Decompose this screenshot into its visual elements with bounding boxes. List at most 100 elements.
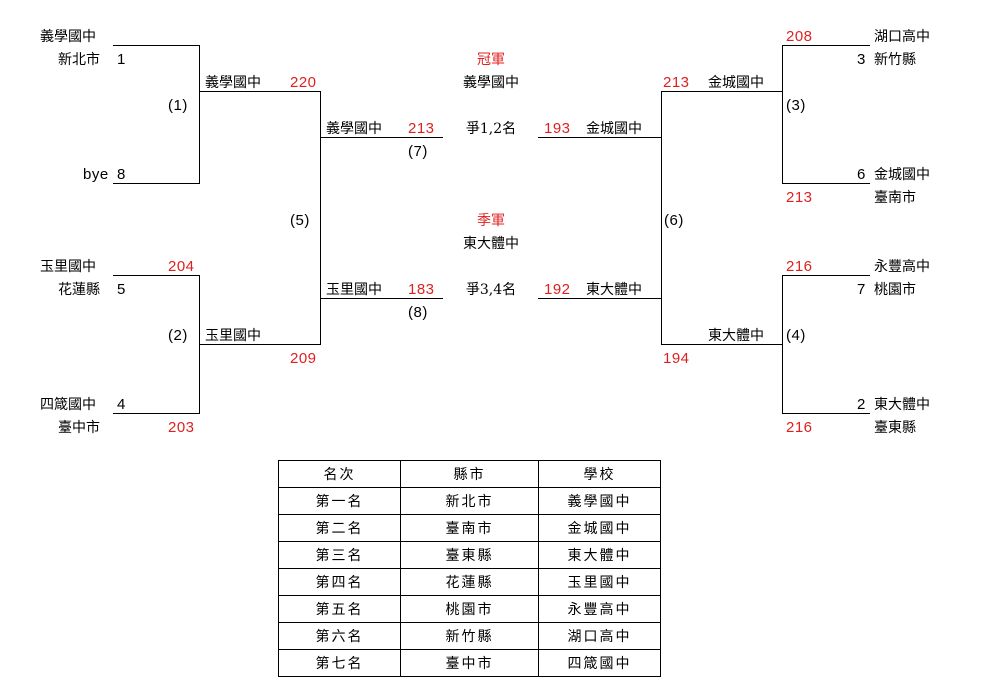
- match-winner: 金城國中: [708, 75, 764, 91]
- champion-name: 義學國中: [463, 75, 519, 91]
- cell-school: 湖口高中: [538, 622, 661, 650]
- match-label: (2): [168, 327, 188, 344]
- team-school: 東大體中: [874, 397, 930, 413]
- bracket-line: [782, 413, 870, 414]
- final-left-score: 213: [408, 120, 435, 137]
- table-row: 第六名 新竹縣 湖口高中: [278, 622, 661, 650]
- third-right-score: 192: [544, 281, 571, 298]
- table-row: 第五名 桃園市 永豐高中: [278, 595, 661, 623]
- team-county: 臺東縣: [874, 420, 916, 436]
- match-label: (5): [290, 212, 310, 229]
- table-header-row: 名次 縣市 學校: [278, 460, 661, 488]
- team-score: 216: [786, 419, 813, 436]
- team-county: 花蓮縣: [58, 282, 100, 298]
- match-label: (1): [168, 97, 188, 114]
- team-seed: 3: [857, 51, 866, 68]
- team-score: 203: [168, 419, 195, 436]
- bracket-line: [661, 344, 783, 345]
- team-seed: 1: [117, 51, 126, 68]
- cell-county: 花蓮縣: [400, 568, 539, 596]
- cell-school: 義學國中: [538, 487, 661, 515]
- cell-county: 新北市: [400, 487, 539, 515]
- team-seed: 4: [117, 396, 126, 413]
- match-label: (3): [786, 97, 806, 114]
- team-school: 義學國中: [40, 29, 96, 45]
- final-match-label: (7): [408, 143, 428, 160]
- third-left-score: 183: [408, 281, 435, 298]
- bracket-line: [199, 344, 321, 345]
- final-right-team: 金城國中: [586, 121, 642, 137]
- third-right-team: 東大體中: [586, 282, 642, 298]
- cell-school: 玉里國中: [538, 568, 661, 596]
- cell-rank: 第一名: [278, 487, 401, 515]
- bracket-line: [538, 137, 662, 138]
- team-school: 玉里國中: [40, 259, 96, 275]
- cell-county: 桃園市: [400, 595, 539, 623]
- match-winner: 義學國中: [205, 75, 261, 91]
- match-score: 220: [290, 74, 317, 91]
- match-score: 209: [290, 350, 317, 367]
- bracket-line: [661, 91, 662, 345]
- cell-rank: 第五名: [278, 595, 401, 623]
- match-score: 213: [663, 74, 690, 91]
- team-seed: 2: [857, 396, 866, 413]
- final-left-team: 義學國中: [326, 121, 382, 137]
- team-school: 永豐高中: [874, 259, 930, 275]
- bracket-line: [782, 183, 870, 184]
- third-title: 季軍: [477, 213, 505, 229]
- bracket-line: [320, 137, 443, 138]
- team-county: 新竹縣: [874, 52, 916, 68]
- cell-school: 金城國中: [538, 514, 661, 542]
- team-school: 四箴國中: [40, 397, 96, 413]
- team-seed: 6: [857, 166, 866, 183]
- table-row: 第四名 花蓮縣 玉里國中: [278, 568, 661, 596]
- third-match-label: (8): [408, 304, 428, 321]
- match-label: (6): [664, 212, 684, 229]
- table-row: 第二名 臺南市 金城國中: [278, 514, 661, 542]
- team-seed: 7: [857, 281, 866, 298]
- bracket-line: [538, 298, 662, 299]
- team-school: 金城國中: [874, 167, 930, 183]
- team-county: 新北市: [58, 52, 100, 68]
- final-match-name: 爭1,2名: [465, 121, 517, 137]
- table-row: 第三名 臺東縣 東大體中: [278, 541, 661, 569]
- cell-school: 永豐高中: [538, 595, 661, 623]
- bracket-line: [113, 45, 200, 46]
- header-county: 縣市: [400, 460, 539, 488]
- third-match-name: 爭3,4名: [465, 282, 517, 298]
- team-school: bye: [83, 166, 109, 183]
- bracket-line: [113, 275, 200, 276]
- cell-county: 臺南市: [400, 514, 539, 542]
- match-label: (4): [786, 327, 806, 344]
- header-school: 學校: [538, 460, 661, 488]
- team-score: 213: [786, 189, 813, 206]
- match-winner: 玉里國中: [205, 328, 261, 344]
- cell-county: 臺中市: [400, 649, 539, 677]
- cell-rank: 第七名: [278, 649, 401, 677]
- header-rank: 名次: [278, 460, 401, 488]
- bracket-line: [782, 45, 783, 184]
- bracket-line: [113, 413, 200, 414]
- cell-county: 臺東縣: [400, 541, 539, 569]
- cell-school: 東大體中: [538, 541, 661, 569]
- bracket-line: [320, 298, 443, 299]
- team-seed: 8: [117, 166, 126, 183]
- bracket-line: [199, 45, 200, 184]
- third-name: 東大體中: [463, 236, 519, 252]
- cell-rank: 第四名: [278, 568, 401, 596]
- team-county: 臺南市: [874, 190, 916, 206]
- bracket-line: [113, 183, 200, 184]
- team-score: 216: [786, 258, 813, 275]
- team-school: 湖口高中: [874, 29, 930, 45]
- bracket-line: [320, 91, 321, 345]
- team-seed: 5: [117, 281, 126, 298]
- cell-county: 新竹縣: [400, 622, 539, 650]
- cell-rank: 第三名: [278, 541, 401, 569]
- table-row: 第一名 新北市 義學國中: [278, 487, 661, 515]
- final-right-score: 193: [544, 120, 571, 137]
- team-county: 桃園市: [874, 282, 916, 298]
- bracket-line: [782, 275, 870, 276]
- team-score: 208: [786, 28, 813, 45]
- cell-rank: 第六名: [278, 622, 401, 650]
- bracket-line: [782, 45, 870, 46]
